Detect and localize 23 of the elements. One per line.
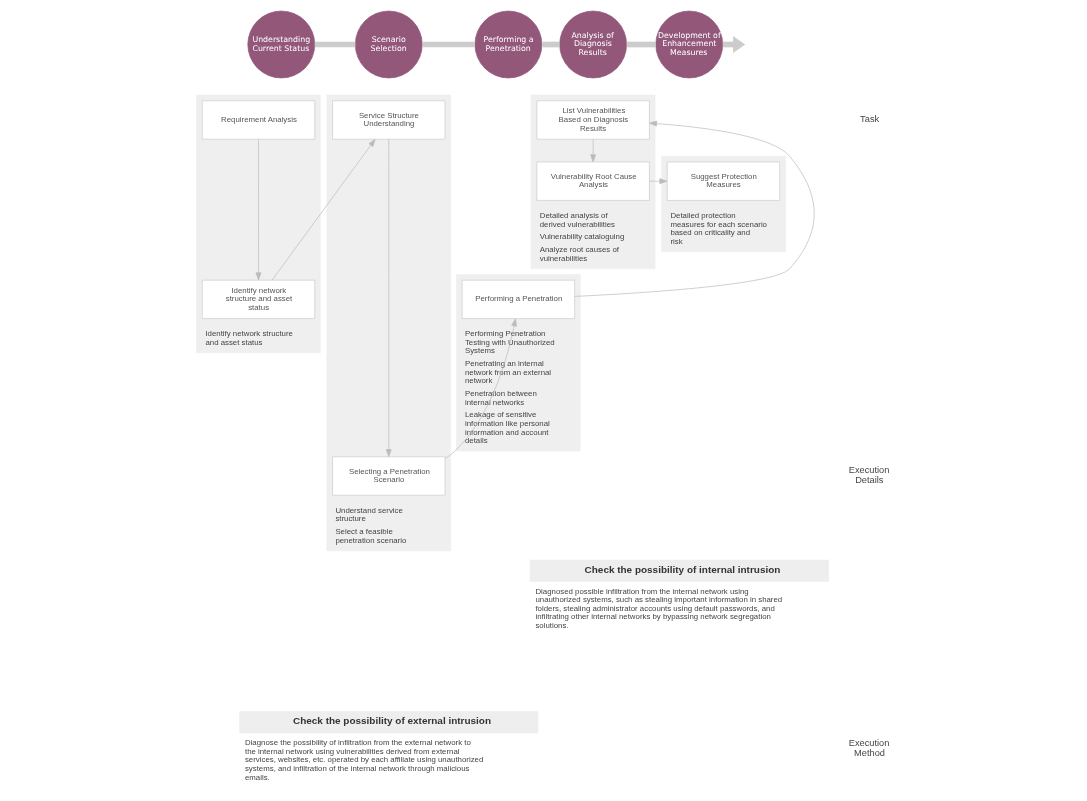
node-label: Diagnose the possibility of infiltration from the external network to the internal network using vulnerabilities derived from external services, websites, etc. operated by each affiliate using unauthorized systems, and infiltration of the internal network through malicious emails. xyxy=(244,738,483,782)
label: Execution Method xyxy=(848,738,889,759)
connector xyxy=(314,41,355,48)
arrow xyxy=(271,139,375,281)
node-box: Performing a Penetration xyxy=(461,279,575,319)
arrow xyxy=(573,120,815,297)
arrow xyxy=(255,139,261,281)
node-box: Identify network structure and asset status xyxy=(201,279,315,319)
node-box: Selecting a Penetration Scenario xyxy=(331,456,445,496)
label: Task xyxy=(859,114,879,125)
node-box: Suggest Protection Measures xyxy=(666,161,780,201)
arrow xyxy=(444,318,517,459)
arrow xyxy=(648,178,667,185)
arrow xyxy=(589,138,596,163)
node-box: Requirement Analysis xyxy=(201,100,315,140)
node-box: List Vulnerabilities Based on Diagnosis Results xyxy=(536,100,650,140)
label: Execution Details xyxy=(848,465,889,486)
connector xyxy=(626,41,656,48)
node-box: Service Structure Understanding xyxy=(331,100,445,140)
node-label: Diagnosed possible infiltration from the internal network using unauthorized systems, such as stealing important information in shared folders, stealing administrator accounts using default passwords, and infiltrating other internal networks by bypassing network segregation solutions. xyxy=(534,586,782,630)
connector xyxy=(421,41,475,48)
node-box: Vulnerability Root Cause Analysis xyxy=(536,161,650,201)
arrow xyxy=(385,138,392,457)
